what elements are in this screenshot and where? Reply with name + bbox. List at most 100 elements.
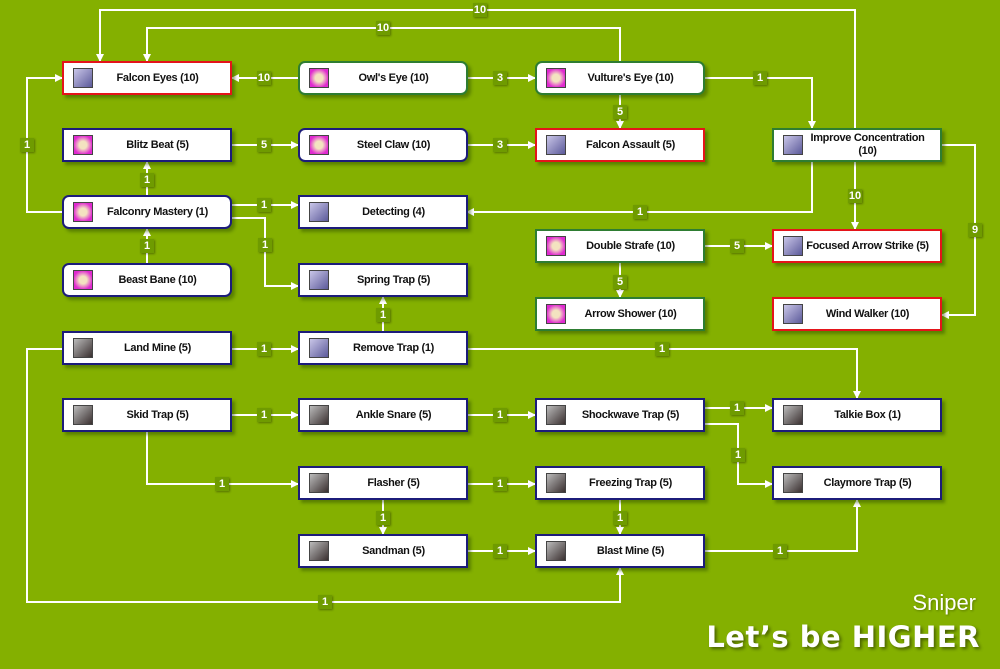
talkie-box-icon	[783, 405, 803, 425]
edge-level-label: 3	[493, 71, 507, 85]
vultures-eye-icon	[546, 68, 566, 88]
falcon-eyes-icon	[73, 68, 93, 88]
skill-beast-bane[interactable]: Beast Bane (10)	[62, 263, 232, 297]
edge-level-label: 1	[633, 205, 647, 219]
skill-falconry-mastery[interactable]: Falconry Mastery (1)	[62, 195, 232, 229]
skill-wind-walker[interactable]: Wind Walker (10)	[772, 297, 942, 331]
skill-label: Shockwave Trap (5)	[581, 408, 680, 421]
skill-label: Blast Mine (5)	[596, 544, 665, 557]
edge-level-label: 5	[257, 138, 271, 152]
blitz-beat-icon	[73, 135, 93, 155]
edge-level-label: 1	[773, 544, 787, 558]
edge-level-label: 1	[731, 448, 745, 462]
edge-level-label: 3	[493, 138, 507, 152]
skill-label: Remove Trap (1)	[352, 341, 435, 354]
skill-spring-trap[interactable]: Spring Trap (5)	[298, 263, 468, 297]
skill-label: Ankle Snare (5)	[355, 408, 432, 421]
skill-label: Falcon Assault (5)	[586, 138, 675, 151]
skill-ankle-snare[interactable]: Ankle Snare (5)	[298, 398, 468, 432]
edge-blast-mine-to-claymore-trap	[705, 499, 861, 552]
skill-label: Beast Bane (10)	[118, 273, 197, 286]
skill-owls-eye[interactable]: Owl's Eye (10)	[298, 61, 468, 95]
land-mine-icon	[73, 338, 93, 358]
edge-level-label: 10	[473, 3, 487, 17]
edge-level-label: 10	[376, 21, 390, 35]
arrow-shower-icon	[546, 304, 566, 324]
skill-label: Double Strafe (10)	[586, 239, 675, 252]
edge-level-label: 1	[20, 138, 34, 152]
job-title: Sniper	[912, 590, 976, 615]
skill-sandman[interactable]: Sandman (5)	[298, 534, 468, 568]
skill-talkie-box[interactable]: Talkie Box (1)	[772, 398, 942, 432]
skill-land-mine[interactable]: Land Mine (5)	[62, 331, 232, 365]
wind-walker-icon	[783, 304, 803, 324]
skill-flasher[interactable]: Flasher (5)	[298, 466, 468, 500]
edge-level-label: 1	[493, 477, 507, 491]
edge-land-mine-to-blast-mine	[26, 348, 624, 603]
skill-label: Falcon Eyes (10)	[116, 71, 199, 84]
owls-eye-icon	[309, 68, 329, 88]
edge-level-label: 1	[258, 238, 272, 252]
claymore-trap-icon	[783, 473, 803, 493]
skill-label: Wind Walker (10)	[825, 307, 910, 320]
edge-level-label: 1	[318, 595, 332, 609]
skill-label: Land Mine (5)	[124, 341, 191, 354]
edge-level-label: 10	[257, 71, 271, 85]
skill-blitz-beat[interactable]: Blitz Beat (5)	[62, 128, 232, 162]
skill-shockwave-trap[interactable]: Shockwave Trap (5)	[535, 398, 705, 432]
edge-level-label: 1	[655, 342, 669, 356]
skill-arrow-shower[interactable]: Arrow Shower (10)	[535, 297, 705, 331]
skill-focused-arrow-strike[interactable]: Focused Arrow Strike (5)	[772, 229, 942, 263]
edge-level-label: 5	[730, 239, 744, 253]
skill-label: Vulture's Eye (10)	[587, 71, 674, 84]
beast-bane-icon	[73, 270, 93, 290]
skill-label: Spring Trap (5)	[356, 273, 431, 286]
skill-falcon-eyes[interactable]: Falcon Eyes (10)	[62, 61, 232, 95]
skill-falcon-assault[interactable]: Falcon Assault (5)	[535, 128, 705, 162]
edge-skid-trap-to-flasher	[146, 432, 299, 488]
skill-freezing-trap[interactable]: Freezing Trap (5)	[535, 466, 705, 500]
skill-label: Blitz Beat (5)	[126, 138, 189, 151]
skill-label: Focused Arrow Strike (5)	[806, 239, 929, 252]
skill-label: Talkie Box (1)	[834, 408, 901, 421]
skill-vultures-eye[interactable]: Vulture's Eye (10)	[535, 61, 705, 95]
skill-label: Arrow Shower (10)	[584, 307, 677, 320]
skill-label: Sandman (5)	[362, 544, 425, 557]
steel-claw-icon	[309, 135, 329, 155]
skill-label: Skid Trap (5)	[126, 408, 189, 421]
skill-claymore-trap[interactable]: Claymore Trap (5)	[772, 466, 942, 500]
edge-level-label: 1	[140, 173, 154, 187]
shockwave-trap-icon	[546, 405, 566, 425]
skill-improve-concentration[interactable]: Improve Concentration (10)	[772, 128, 942, 162]
edge-level-label: 9	[968, 223, 982, 237]
edge-level-label: 10	[848, 189, 862, 203]
skill-skid-trap[interactable]: Skid Trap (5)	[62, 398, 232, 432]
skill-blast-mine[interactable]: Blast Mine (5)	[535, 534, 705, 568]
slogan: Let’s be HIGHER	[706, 620, 980, 654]
skill-detecting[interactable]: Detecting (4)	[298, 195, 468, 229]
skill-steel-claw[interactable]: Steel Claw (10)	[298, 128, 468, 162]
edge-level-label: 1	[613, 511, 627, 525]
skill-label: Owl's Eye (10)	[358, 71, 429, 84]
edge-level-label: 1	[376, 308, 390, 322]
detecting-icon	[309, 202, 329, 222]
skill-label: Claymore Trap (5)	[823, 476, 912, 489]
spring-trap-icon	[309, 270, 329, 290]
edge-level-label: 1	[215, 477, 229, 491]
improve-concentration-icon	[783, 135, 803, 155]
edge-level-label: 1	[257, 342, 271, 356]
double-strafe-icon	[546, 236, 566, 256]
edge-level-label: 1	[257, 198, 271, 212]
edge-vultures-eye-to-improve-concentration	[705, 77, 816, 129]
skill-label: Freezing Trap (5)	[589, 476, 672, 489]
edge-level-label: 5	[613, 105, 627, 119]
skill-label: Detecting (4)	[362, 205, 425, 218]
skill-remove-trap[interactable]: Remove Trap (1)	[298, 331, 468, 365]
edge-falconry-mastery-to-spring-trap	[232, 217, 299, 290]
edge-level-label: 1	[376, 511, 390, 525]
skill-label: Flasher (5)	[367, 476, 420, 489]
edge-level-label: 1	[493, 544, 507, 558]
blast-mine-icon	[546, 541, 566, 561]
skill-label: Falconry Mastery (1)	[107, 205, 208, 218]
skill-double-strafe[interactable]: Double Strafe (10)	[535, 229, 705, 263]
